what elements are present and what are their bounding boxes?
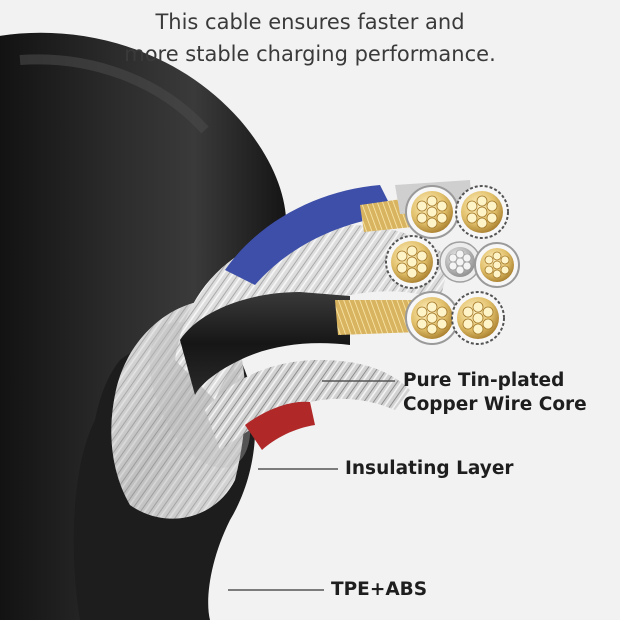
copper-conductor-end xyxy=(405,185,459,239)
tin-conductor-end xyxy=(451,291,505,345)
cable-jacket-loop xyxy=(0,32,287,620)
callout-wire-core-line-1: Pure Tin-plated xyxy=(403,370,565,391)
tin-conductor-center xyxy=(439,241,481,283)
headline-line-1: This cable ensures faster and xyxy=(155,10,465,34)
callout-jacket-material: TPE+ABS xyxy=(331,579,428,600)
callout-insulating-layer: Insulating Layer xyxy=(345,458,514,479)
copper-conductor-end xyxy=(385,235,439,289)
copper-conductor-end xyxy=(405,291,459,345)
red-insulation-wire xyxy=(245,401,315,450)
tin-conductor-end xyxy=(455,185,509,239)
blue-insulation-wire xyxy=(225,185,395,285)
inner-core-cable xyxy=(180,292,350,395)
callout-wire-core-line-2: Copper Wire Core xyxy=(403,394,587,415)
conductor-ends xyxy=(385,185,520,345)
headline-line-2: more stable charging performance. xyxy=(124,42,496,66)
copper-strand-bundle-left xyxy=(335,300,420,335)
copper-conductor-end xyxy=(474,242,520,288)
jacket-highlight xyxy=(19,54,209,134)
